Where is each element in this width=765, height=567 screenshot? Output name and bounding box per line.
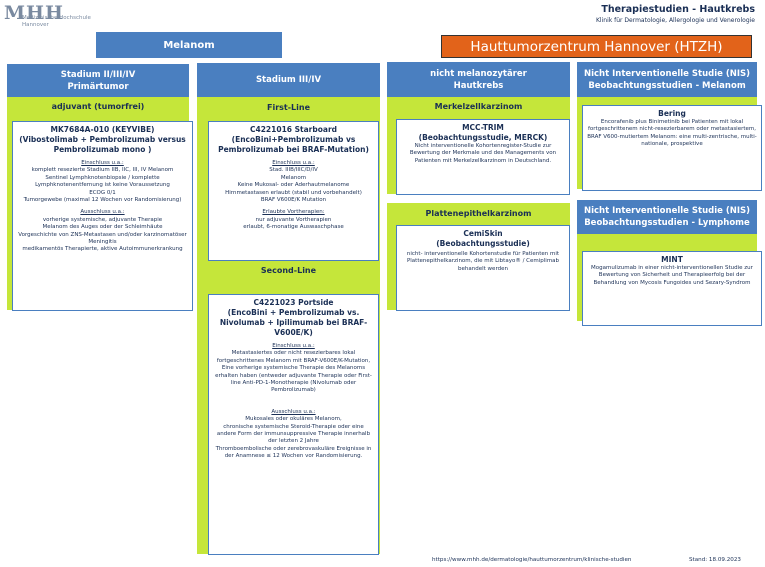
col1-green-panel: adjuvant (tumorfrei) MK7684A-010 (KEYVIB…	[7, 97, 193, 311]
portside-study-card[interactable]: C4221023 Portside (EncoBini + Pembrolizu…	[208, 294, 379, 555]
col4-header2-line-2: Beobachtungsstudien - Lymphome	[584, 218, 750, 228]
starboard-inclusion-head: Einschluss u.a.:	[272, 160, 315, 166]
merkel-title: Merkelzellkarzinom	[434, 102, 523, 111]
col1-header-line-1: Stadium II/III/IV	[60, 69, 136, 80]
col1-green-title: adjuvant (tumorfrei)	[51, 102, 145, 111]
mcc-trim-text: Nicht interventionelle Kohortenregister-…	[409, 143, 557, 164]
portside-exclusion-head: Ausschluss u.a.:	[271, 408, 316, 415]
col4-header: Nicht Interventionelle Studie (NIS) Beob…	[577, 62, 757, 97]
logo-subtitle: Medizinische Hochschule Hannover	[22, 15, 91, 29]
keyvibe-inclusion-head: Einschluss u.a.:	[81, 160, 124, 166]
bering-title: Bering	[658, 109, 686, 118]
keyvibe-exclusion-head: Ausschluss u.a.:	[80, 209, 125, 216]
page-title: Therapiestudien - Hautkrebs	[601, 4, 755, 15]
platten-green-panel: Plattenepithelkarzinom CemiSkin (Beobach…	[387, 203, 570, 311]
logo-sub-line-2: Hannover	[22, 22, 49, 28]
merkel-green-panel: Merkelzellkarzinom MCC-TRIM (Beobachtung…	[387, 97, 570, 195]
keyvibe-exclusion: vorherige systemische, adjuvante Therapi…	[18, 216, 187, 253]
logo-sub-line-1: Medizinische Hochschule	[22, 15, 91, 21]
nis-lymphome-green-panel: MINT Mogamulizumab in einer nicht-interv…	[577, 234, 762, 326]
col3-header-line-2: Hautkrebs	[453, 80, 504, 91]
starboard-title-2: (EncoBini+Pembrolizumab vs Pembrolizumab…	[218, 135, 369, 154]
portside-title-2: (EncoBini + Pembrolizumab vs. Nivolumab …	[219, 308, 368, 337]
col4-header2-line-1: Nicht Interventionelle Studie (NIS)	[583, 206, 751, 216]
col3-header-line-1: nicht melanozytärer	[430, 68, 527, 79]
nis-melanom-green-panel: Bering Encorafenib plus Binimetinib bei …	[577, 97, 762, 191]
mint-text: Mogamulizumab in einer nicht-interventio…	[591, 265, 753, 286]
col4-header-2: Nicht Interventionelle Studie (NIS) Beob…	[577, 200, 757, 234]
portside-inclusion-head: Einschluss u.a.:	[272, 343, 315, 349]
htzh-banner: Hauttumorzentrum Hannover (HTZH)	[441, 35, 752, 58]
mcc-trim-study-card[interactable]: MCC-TRIM (Beobachtungsstudie, MERCK) Nic…	[396, 119, 570, 195]
keyvibe-inclusion: komplett resezierte Stadium IIB, IIC, II…	[23, 167, 182, 204]
cemiskin-title: CemiSkin	[463, 229, 503, 238]
cemiskin-study-card[interactable]: CemiSkin (Beobachtungsstudie) nicht- int…	[396, 225, 570, 311]
starboard-allowed-head: Erlaubte Vortherapien:	[262, 209, 325, 216]
second-line-title: Second-Line	[260, 266, 317, 275]
cemiskin-title-2: (Beobachtungsstudie)	[436, 239, 530, 248]
portside-exclusion: Mukosales oder okuläres Melanom, chronis…	[215, 416, 372, 460]
col1-header-line-2: Primärtumor	[67, 81, 129, 92]
cemiskin-text: nicht- interventionelle Kohortenstudie f…	[406, 251, 560, 272]
col3-header: nicht melanozytärer Hautkrebs	[387, 62, 570, 97]
page-subtitle: Klinik für Dermatologie, Allergologie un…	[596, 17, 755, 24]
footer-date: Stand: 18.09.2023	[689, 557, 741, 563]
mcc-trim-title: MCC-TRIM	[462, 123, 504, 132]
col2-green-panel: First-Line C4221016 Starboard (EncoBini+…	[197, 97, 380, 555]
mcc-trim-title-2: (Beobachtungsstudie, MERCK)	[418, 133, 548, 142]
col4-header-line-1: Nicht Interventionelle Studie (NIS)	[583, 68, 751, 79]
starboard-study-card[interactable]: C4221016 Starboard (EncoBini+Pembrolizum…	[208, 121, 379, 261]
mint-title: MINT	[661, 255, 683, 264]
first-line-title: First-Line	[266, 103, 311, 112]
portside-inclusion: Metastasiertes oder nicht resezierbares …	[215, 350, 372, 394]
mhh-logo: MHH	[4, 2, 64, 24]
col4-header-line-2: Beobachtungsstudien - Melanom	[588, 80, 746, 91]
bering-text: Encorafenib plus Binimetinib bei Patient…	[587, 119, 757, 148]
keyvibe-study-card[interactable]: MK7684A-010 (KEYVIBE) (Vibostolimab + Pe…	[12, 121, 193, 311]
melanom-banner: Melanom	[96, 32, 282, 58]
col2-header: Stadium III/IV	[197, 63, 380, 97]
keyvibe-title: MK7684A-010 (KEYVIBE)	[50, 125, 155, 134]
bering-study-card[interactable]: Bering Encorafenib plus Binimetinib bei …	[582, 105, 762, 191]
col2-header-line: Stadium III/IV	[255, 75, 322, 85]
platten-title: Plattenepithelkarzinom	[425, 209, 532, 218]
col1-header: Stadium II/III/IV Primärtumor	[7, 64, 189, 97]
footer-url-link[interactable]: https://www.mhh.de/dermatologie/hauttumo…	[432, 557, 632, 563]
starboard-title: C4221016 Starboard	[249, 125, 338, 134]
mint-study-card[interactable]: MINT Mogamulizumab in einer nicht-interv…	[582, 251, 762, 326]
keyvibe-title-2: (Vibostolimab + Pembrolizumab versus Pem…	[19, 135, 186, 154]
portside-title: C4221023 Portside	[253, 298, 334, 307]
starboard-inclusion: Stad. IIIB/IIIC/D/IV Melanom Keine Mukos…	[225, 167, 362, 204]
starboard-allowed: nur adjuvante Vortherapien erlaubt, 6-mo…	[243, 216, 344, 231]
